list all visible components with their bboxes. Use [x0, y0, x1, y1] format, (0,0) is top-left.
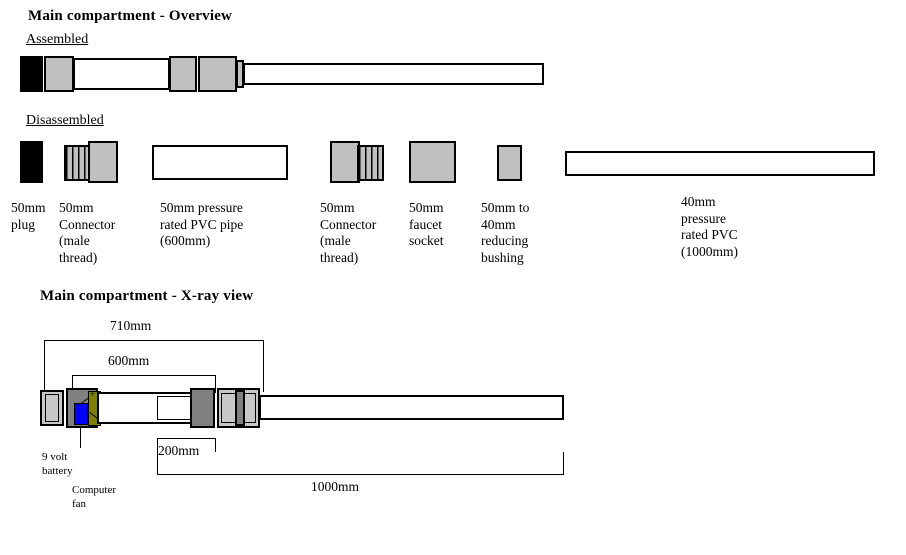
- dimension-tick-1000-left: [157, 438, 158, 475]
- part-label-reducing-bushing: 50mm to 40mm reducing bushing: [481, 200, 530, 265]
- part-label-pvc-pipe-50: 50mm pressure rated PVC pipe (600mm): [160, 200, 244, 248]
- part-label-connector-1: 50mm Connector (male thread): [59, 200, 116, 265]
- part-connector-1-threads: [64, 145, 91, 181]
- dimension-line-1000: [157, 474, 564, 475]
- part-connector-2-threads: [357, 145, 384, 181]
- assembled-pvc-pipe-50: [73, 58, 170, 90]
- part-pvc-pipe-40-shape: [565, 151, 875, 176]
- part-reducing-bushing-shape: [497, 145, 522, 181]
- dimension-label-1000: 1000mm: [311, 479, 360, 494]
- xray-pvc-pipe-40: [259, 395, 564, 420]
- xray-end-socket-inner: [45, 394, 59, 422]
- dimension-tick-710-right: [263, 340, 264, 392]
- dimension-line-200: [157, 438, 216, 439]
- fan-plus-icon: +: [90, 389, 96, 399]
- xray-title: Main compartment - X-ray view: [40, 288, 254, 304]
- part-faucet-socket-shape: [409, 141, 456, 183]
- assembled-subtitle: Assembled: [26, 32, 89, 47]
- xray-reducing-bushing: [235, 390, 245, 426]
- part-plug-shape: [20, 141, 43, 183]
- dimension-tick-600-left: [72, 375, 73, 393]
- assembled-diagram: [0, 0, 906, 110]
- xray-end-socket: [40, 390, 64, 426]
- assembled-pvc-pipe-40: [243, 63, 544, 85]
- part-connector-1-body: [88, 141, 118, 183]
- dimension-tick-1000-right: [563, 452, 564, 475]
- callout-leader-battery: [80, 426, 81, 448]
- assembled-plug: [20, 56, 43, 92]
- dimension-tick-710-left: [44, 340, 45, 392]
- assembled-connector-2: [169, 56, 197, 92]
- dimension-label-710: 710mm: [110, 318, 152, 333]
- part-pvc-pipe-50-shape: [152, 145, 288, 180]
- dimension-line-710: [44, 340, 264, 341]
- xray-connector-2: [190, 388, 215, 428]
- part-label-connector-2: 50mm Connector (male thread): [320, 200, 377, 265]
- dimension-line-600: [72, 375, 216, 376]
- part-label-plug: 50mm plug: [11, 200, 46, 232]
- xray-battery: [74, 403, 88, 425]
- part-label-pvc-pipe-40: 40mm pressure rated PVC (1000mm): [681, 194, 738, 259]
- part-label-faucet-socket: 50mm faucet socket: [409, 200, 444, 248]
- overview-title: Main compartment - Overview: [28, 8, 233, 24]
- dimension-tick-600-right: [215, 375, 216, 393]
- callout-label-battery: 9 volt battery: [42, 451, 73, 477]
- disassembled-diagram: 50mm plug 50mm Connector (male thread) 5…: [11, 141, 875, 265]
- dimension-tick-200-right: [215, 438, 216, 452]
- dimension-label-200: 200mm: [158, 443, 200, 458]
- disassembled-subtitle: Disassembled: [26, 113, 104, 128]
- dimension-label-600: 600mm: [108, 353, 150, 368]
- callout-label-fan: Computer fan: [72, 484, 116, 510]
